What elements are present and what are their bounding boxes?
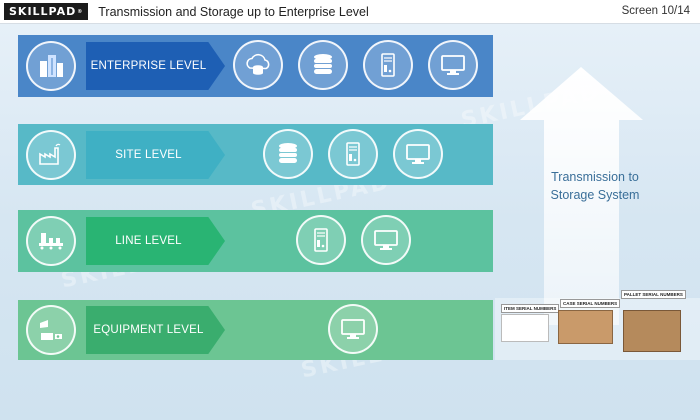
arrow-caption: Transmission to Storage System: [520, 168, 670, 204]
enterprise-level-label: ENTERPRISE LEVEL: [86, 42, 225, 90]
screen-counter: Screen 10/14: [621, 5, 690, 17]
monitor-icon: [393, 129, 443, 179]
cloud-database-icon: [233, 40, 283, 90]
server-icon: [328, 129, 378, 179]
equipment-level-label: EQUIPMENT LEVEL: [86, 306, 225, 354]
item-serial-label: ITEM SERIAL NUMBERS: [501, 304, 560, 313]
monitor-icon: [328, 304, 378, 354]
database-icon: [298, 40, 348, 90]
case-serial-tag: CASE SERIAL NUMBERS: [560, 299, 621, 308]
office-buildings-icon: [26, 41, 76, 91]
site-level-row: SITE LEVEL: [18, 124, 493, 185]
pallet-serial-label: PALLET SERIAL NUMBERS: [621, 290, 686, 299]
arrow-caption-line2: Storage System: [550, 188, 640, 202]
monitor-icon: [361, 215, 411, 265]
monitor-icon: [428, 40, 478, 90]
packaging-panel: ITEM SERIAL NUMBERS CASE SERIAL NUMBERS …: [495, 290, 700, 360]
conveyor-line-icon: [26, 216, 76, 266]
page-title: Transmission and Storage up to Enterpris…: [98, 4, 369, 19]
enterprise-level-row: ENTERPRISE LEVEL: [18, 35, 493, 97]
server-icon: [363, 40, 413, 90]
line-level-row: LINE LEVEL: [18, 210, 493, 272]
pallet-box-image: [623, 310, 681, 352]
logo-mark: ®: [77, 8, 84, 15]
item-serial-tag: ITEM SERIAL NUMBERS: [501, 304, 560, 313]
item-box-image: [501, 314, 549, 342]
factory-icon: [26, 130, 76, 180]
header-bar: SKILLPAD® Transmission and Storage up to…: [0, 0, 700, 24]
equipment-level-row: EQUIPMENT LEVEL: [18, 300, 493, 360]
server-icon: [296, 215, 346, 265]
database-icon: [263, 129, 313, 179]
logo-text: SKILLPAD: [9, 5, 77, 18]
scanner-equipment-icon: [26, 305, 76, 355]
pallet-serial-tag: PALLET SERIAL NUMBERS: [621, 290, 686, 299]
line-level-label: LINE LEVEL: [86, 217, 225, 265]
arrow-caption-line1: Transmission to: [551, 170, 639, 184]
case-serial-label: CASE SERIAL NUMBERS: [560, 299, 621, 308]
transmission-arrow-icon: [520, 67, 643, 325]
site-level-label: SITE LEVEL: [86, 131, 225, 179]
case-box-image: [558, 310, 613, 344]
skillpad-logo: SKILLPAD®: [4, 3, 89, 20]
